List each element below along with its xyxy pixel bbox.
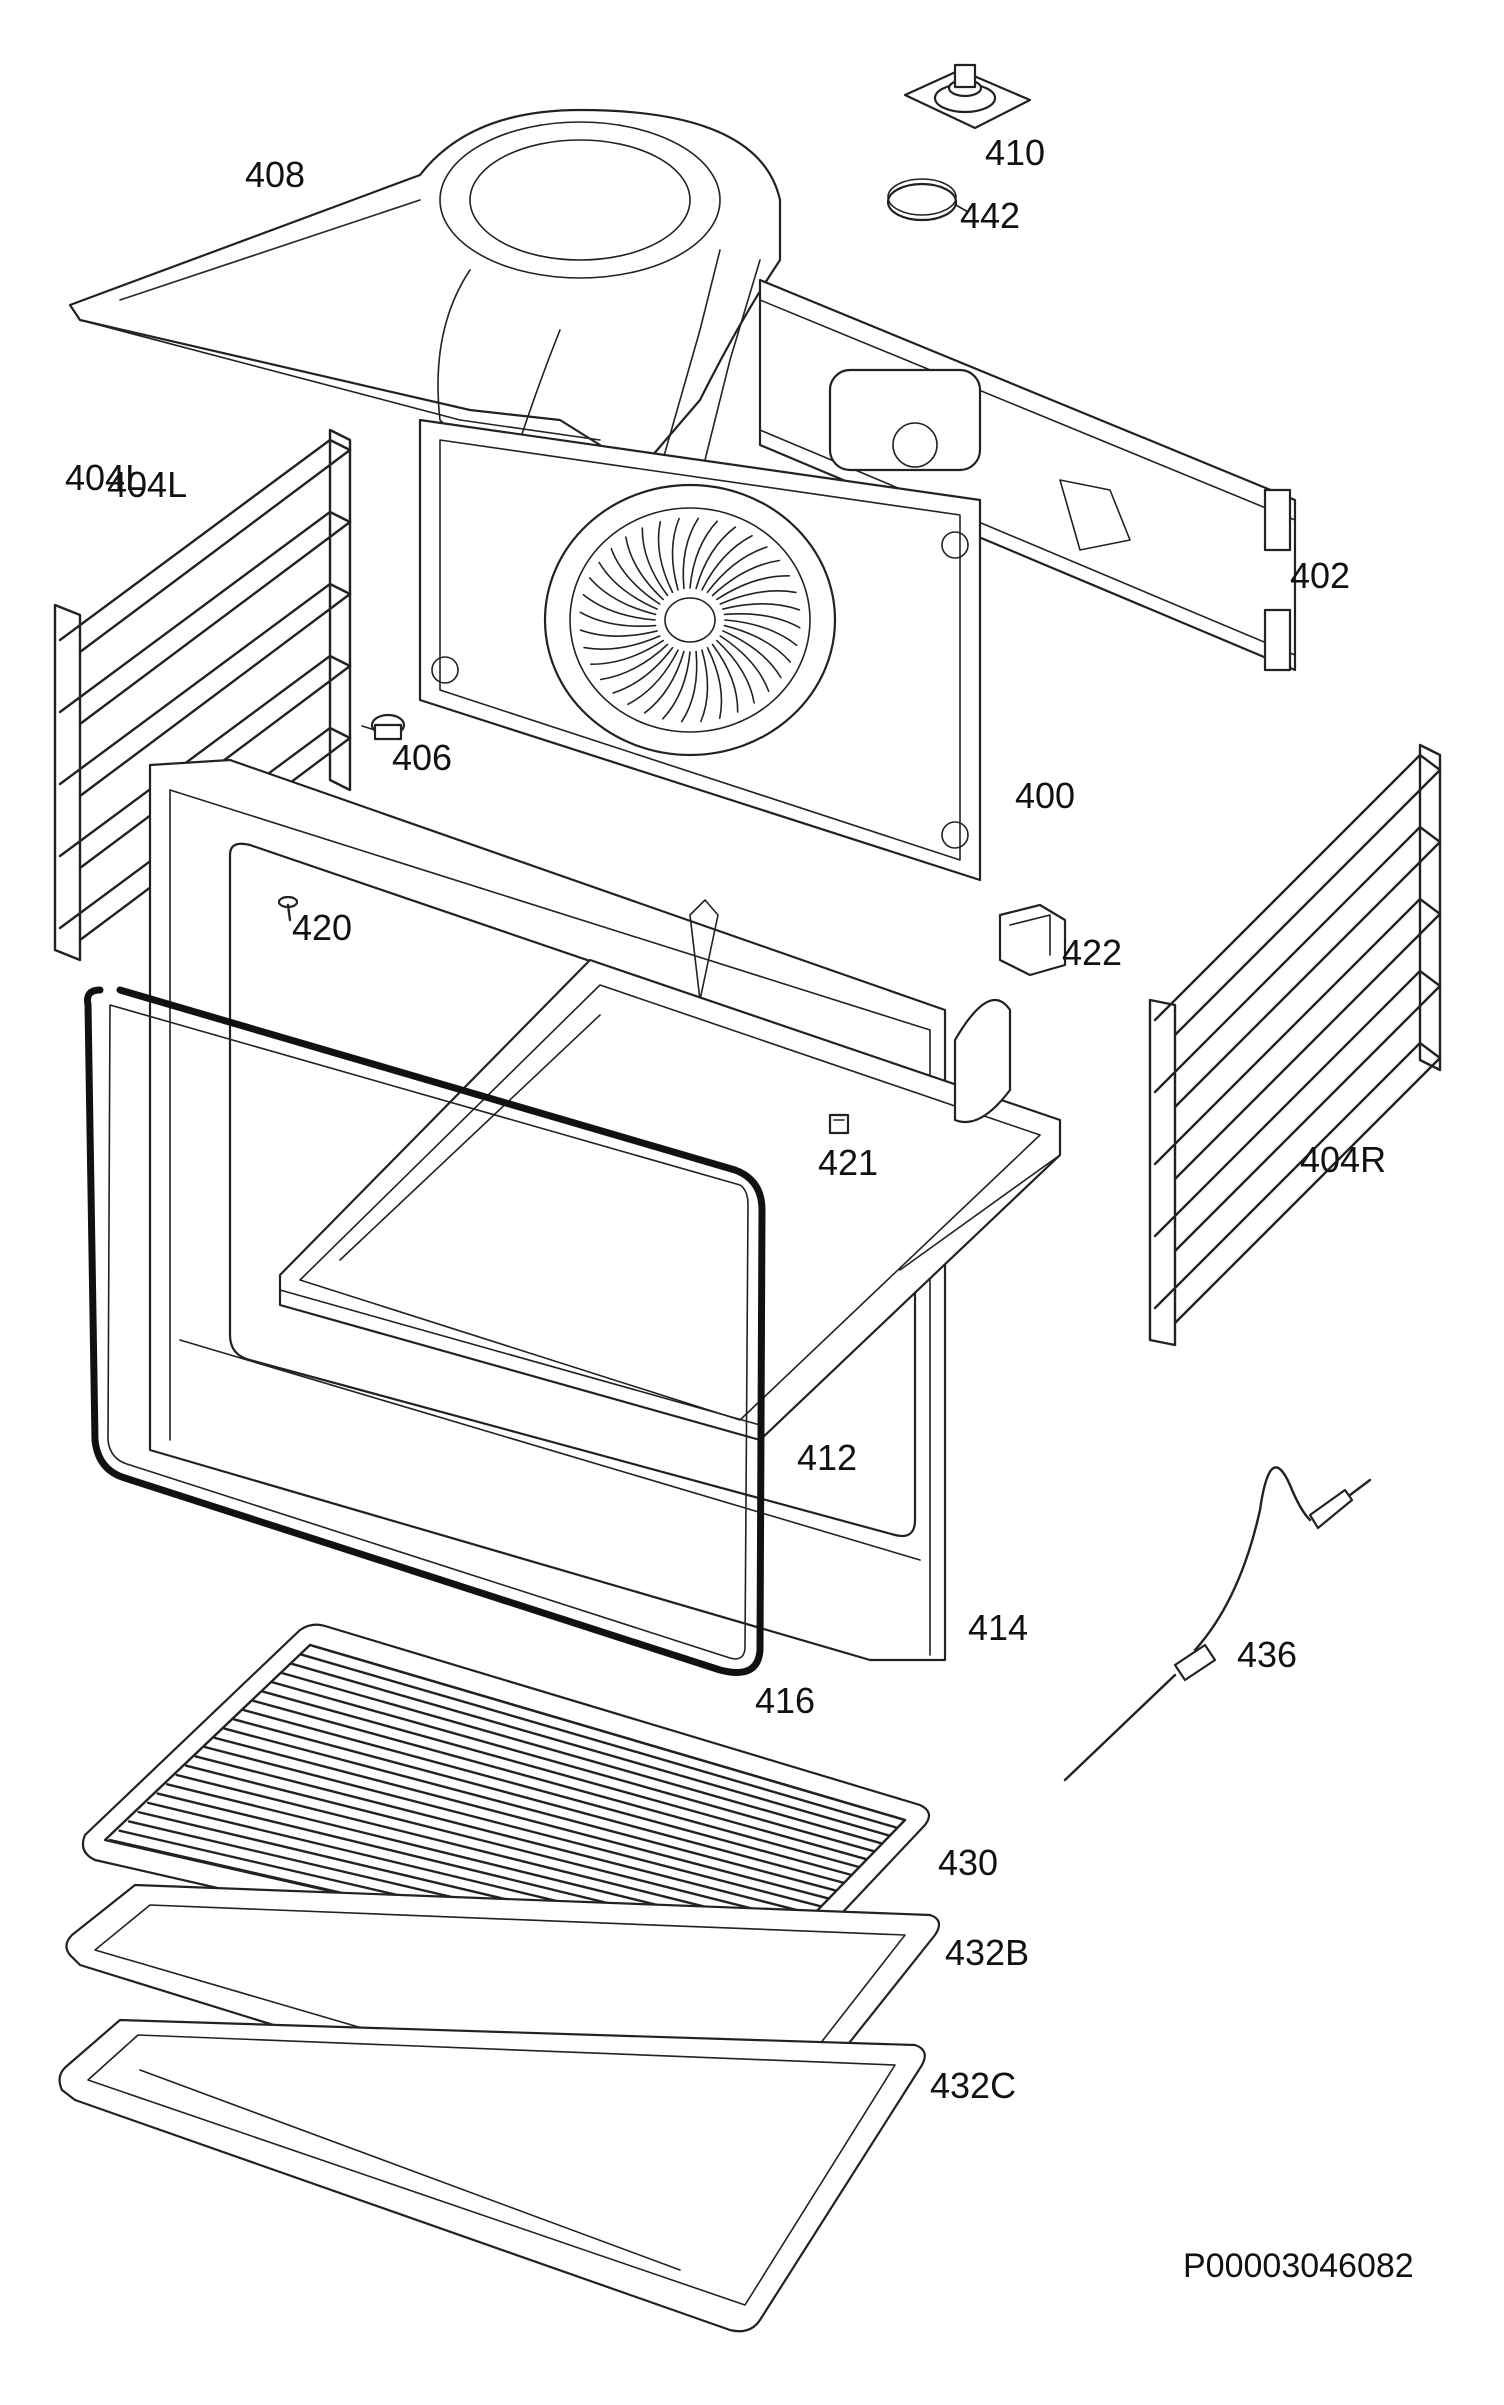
- fan-blade: [627, 649, 679, 706]
- fan-blade: [583, 635, 661, 650]
- part-label-436: 436: [1237, 1634, 1298, 1675]
- fan-blade: [661, 651, 691, 720]
- part-label-412: 412: [797, 1437, 858, 1478]
- right-rail-rung: [1153, 969, 1442, 1253]
- right-rail-rung: [1153, 1041, 1442, 1325]
- rack-bar: [261, 1690, 869, 1861]
- lamp-drawing: [361, 713, 406, 741]
- fan-blade: [579, 611, 657, 627]
- part-label-432b: 432B: [945, 1932, 1030, 1973]
- fan-blade: [700, 649, 709, 723]
- part-label-404r: 404R: [1300, 1139, 1387, 1180]
- fan-blade: [657, 520, 674, 594]
- fan-blade: [719, 590, 797, 605]
- fan-blade: [590, 639, 664, 665]
- fan-blade: [612, 646, 674, 694]
- fan-blade: [723, 624, 792, 663]
- fan-blade: [643, 650, 685, 714]
- meat-probe-drawing: [1063, 1466, 1372, 1782]
- rear-rail-drawing: [758, 278, 1297, 672]
- fan-blade: [706, 646, 723, 720]
- part-label-414: 414: [968, 1607, 1029, 1648]
- part-label-421: 421: [818, 1142, 879, 1183]
- rack-bar: [242, 1708, 853, 1877]
- screw-drawing: [277, 895, 299, 922]
- part-label-406: 406: [392, 737, 453, 778]
- hinge-connector-drawing: [998, 903, 1067, 977]
- part-label-402: 402: [1290, 555, 1351, 596]
- fan-blade: [682, 517, 700, 590]
- right-rail-rung: [1153, 825, 1442, 1109]
- wire-rack-bars-drawing: [108, 1643, 907, 1987]
- rack-bar: [194, 1755, 815, 1916]
- rack-bar: [280, 1671, 884, 1845]
- reference-code: P00003046082: [1183, 2247, 1414, 2285]
- fan-blade: [723, 613, 801, 629]
- left-rail-rung: [58, 510, 352, 726]
- clip-drawing: [828, 1113, 850, 1135]
- door-gasket-drawing: [84, 986, 766, 1676]
- part-label-422: 422: [1062, 932, 1123, 973]
- fan-blade: [641, 527, 669, 597]
- fan-blade: [695, 526, 737, 590]
- baking-tray-c-drawing: [58, 2018, 926, 2333]
- rack-bar: [175, 1773, 800, 1932]
- right-hinge-drawing: [953, 999, 1012, 1124]
- part-label-442: 442: [960, 195, 1021, 236]
- fan-blade: [719, 635, 770, 693]
- rack-bar: [204, 1745, 823, 1908]
- fan-blade: [706, 546, 768, 594]
- fan-blade: [711, 643, 739, 713]
- right-shelf-rail-drawing: [1148, 743, 1442, 1347]
- part-label-410: 410: [985, 132, 1046, 173]
- part-label-400: 400: [1015, 775, 1076, 816]
- left-rail-rung: [58, 582, 352, 798]
- rack-bar: [299, 1653, 899, 1830]
- right-rail-rung: [1153, 753, 1442, 1037]
- shelf-support-drawing: [278, 958, 1062, 1442]
- fan-blade: [701, 534, 753, 591]
- left-rail-post: [328, 428, 352, 792]
- round-gasket-drawing: [886, 178, 969, 222]
- part-label-430: 430: [938, 1842, 999, 1883]
- part-label-432c: 432C: [930, 2065, 1017, 2106]
- fan-blade: [724, 619, 798, 647]
- rack-bar: [223, 1727, 838, 1892]
- fan-motor-mount-drawing: [903, 63, 1032, 130]
- fan-blade: [625, 536, 664, 601]
- fan-blade: [716, 575, 790, 601]
- part-label-408: 408: [245, 154, 306, 195]
- fan-blades-drawing: [579, 517, 801, 723]
- fan-blade: [582, 593, 656, 621]
- part-label-404l-b: 404L: [107, 464, 188, 505]
- fan-blade: [716, 639, 755, 704]
- rack-bar: [184, 1764, 808, 1924]
- rack-bar: [308, 1643, 907, 1822]
- fan-blade: [671, 517, 680, 591]
- fan-blade: [711, 559, 781, 597]
- part-label-420: 420: [292, 907, 353, 948]
- part-label-416: 416: [755, 1680, 816, 1721]
- fan-blade: [610, 547, 661, 605]
- rack-bar: [270, 1680, 876, 1853]
- fan-blade: [588, 577, 657, 616]
- part-label-404l-a: 404L: [65, 457, 146, 498]
- fan-blade: [598, 561, 658, 610]
- fan-blade: [680, 650, 698, 723]
- right-rail-post: [1418, 743, 1442, 1072]
- rack-bar: [251, 1699, 861, 1869]
- right-rail-rung: [1153, 897, 1442, 1181]
- fan-blade: [722, 603, 801, 611]
- rack-bar: [232, 1718, 846, 1885]
- left-rail-rung: [58, 438, 352, 654]
- rack-bar: [213, 1736, 831, 1900]
- rack-bar: [289, 1662, 891, 1837]
- back-panel-drawing: [418, 418, 982, 882]
- fan-blade: [722, 630, 782, 679]
- fan-blade: [599, 643, 669, 681]
- fan-blade: [579, 629, 658, 637]
- fan-blade: [689, 520, 719, 589]
